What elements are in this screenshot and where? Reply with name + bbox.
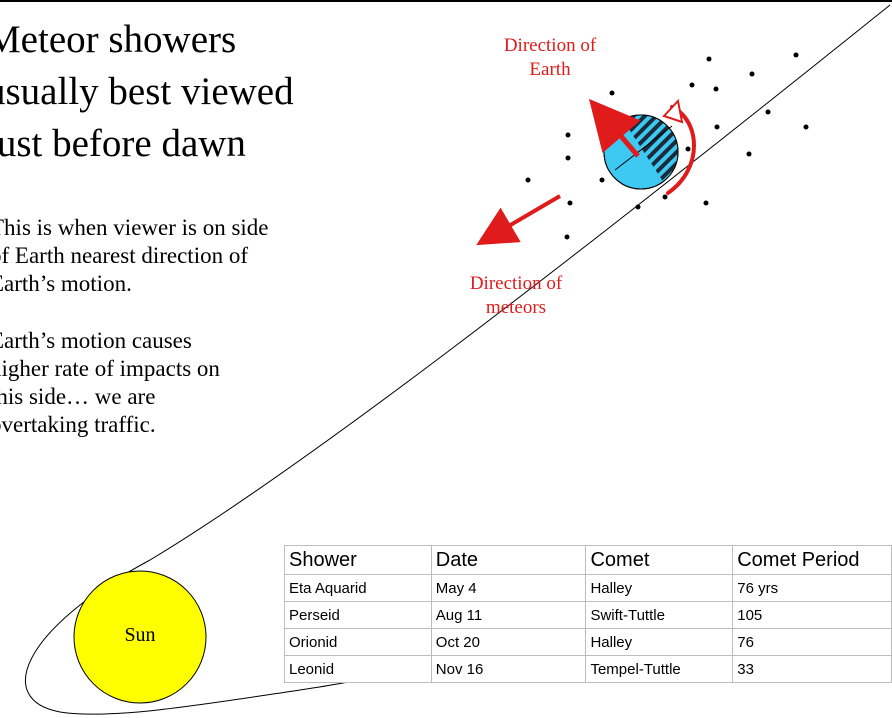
table-row: Orionid Oct 20 Halley 76 [284, 628, 892, 656]
table-row: Eta Aquarid May 4 Halley 76 yrs [284, 574, 892, 602]
header-comet-period: Comet Period [732, 545, 892, 575]
direction-of-earth-label: Direction of Earth [503, 35, 597, 80]
table-header-row: Shower Date Comet Comet Period [284, 545, 892, 575]
cell-comet: Halley [585, 628, 734, 656]
table-row: Perseid Aug 11 Swift-Tuttle 105 [284, 601, 892, 629]
sun-label: Sun [124, 624, 156, 646]
cell-period: 76 yrs [732, 574, 892, 602]
cell-comet: Halley [585, 574, 734, 602]
cell-period: 33 [732, 655, 892, 683]
meteor-direction-arrow [476, 194, 562, 246]
meteor-shower-table: Shower Date Comet Comet Period Eta Aquar… [284, 545, 892, 683]
bullet-viewer-side: This is when viewer is on side of Earth … [0, 215, 269, 296]
cell-period: 105 [732, 601, 892, 629]
cell-shower: Leonid [284, 655, 432, 683]
table-row: Leonid Nov 16 Tempel-Tuttle 33 [284, 655, 892, 683]
cell-date: Oct 20 [430, 628, 587, 656]
cell-shower: Orionid [284, 628, 432, 656]
sun [73, 570, 207, 704]
cell-shower: Eta Aquarid [284, 574, 432, 602]
cell-date: May 4 [430, 574, 587, 602]
earth-orbit [24, 4, 891, 715]
meteoroid-dots [525, 52, 809, 240]
cell-period: 76 [732, 628, 892, 656]
bullet-earth-motion: Earth’s motion causes higher rate of imp… [0, 328, 220, 437]
cell-shower: Perseid [284, 601, 432, 629]
earth-direction-arrow [588, 98, 641, 158]
cell-date: Nov 16 [430, 655, 587, 683]
header-date: Date [430, 545, 587, 575]
direction-of-meteors-label: Direction of meteors [469, 273, 563, 318]
slide-title: Meteor showers usually best viewed just … [0, 18, 294, 165]
header-shower: Shower [284, 545, 432, 575]
header-comet: Comet [585, 545, 734, 575]
cell-comet: Swift-Tuttle [585, 601, 734, 629]
top-rule [0, 0, 892, 2]
cell-date: Aug 11 [430, 601, 587, 629]
cell-comet: Tempel-Tuttle [585, 655, 734, 683]
